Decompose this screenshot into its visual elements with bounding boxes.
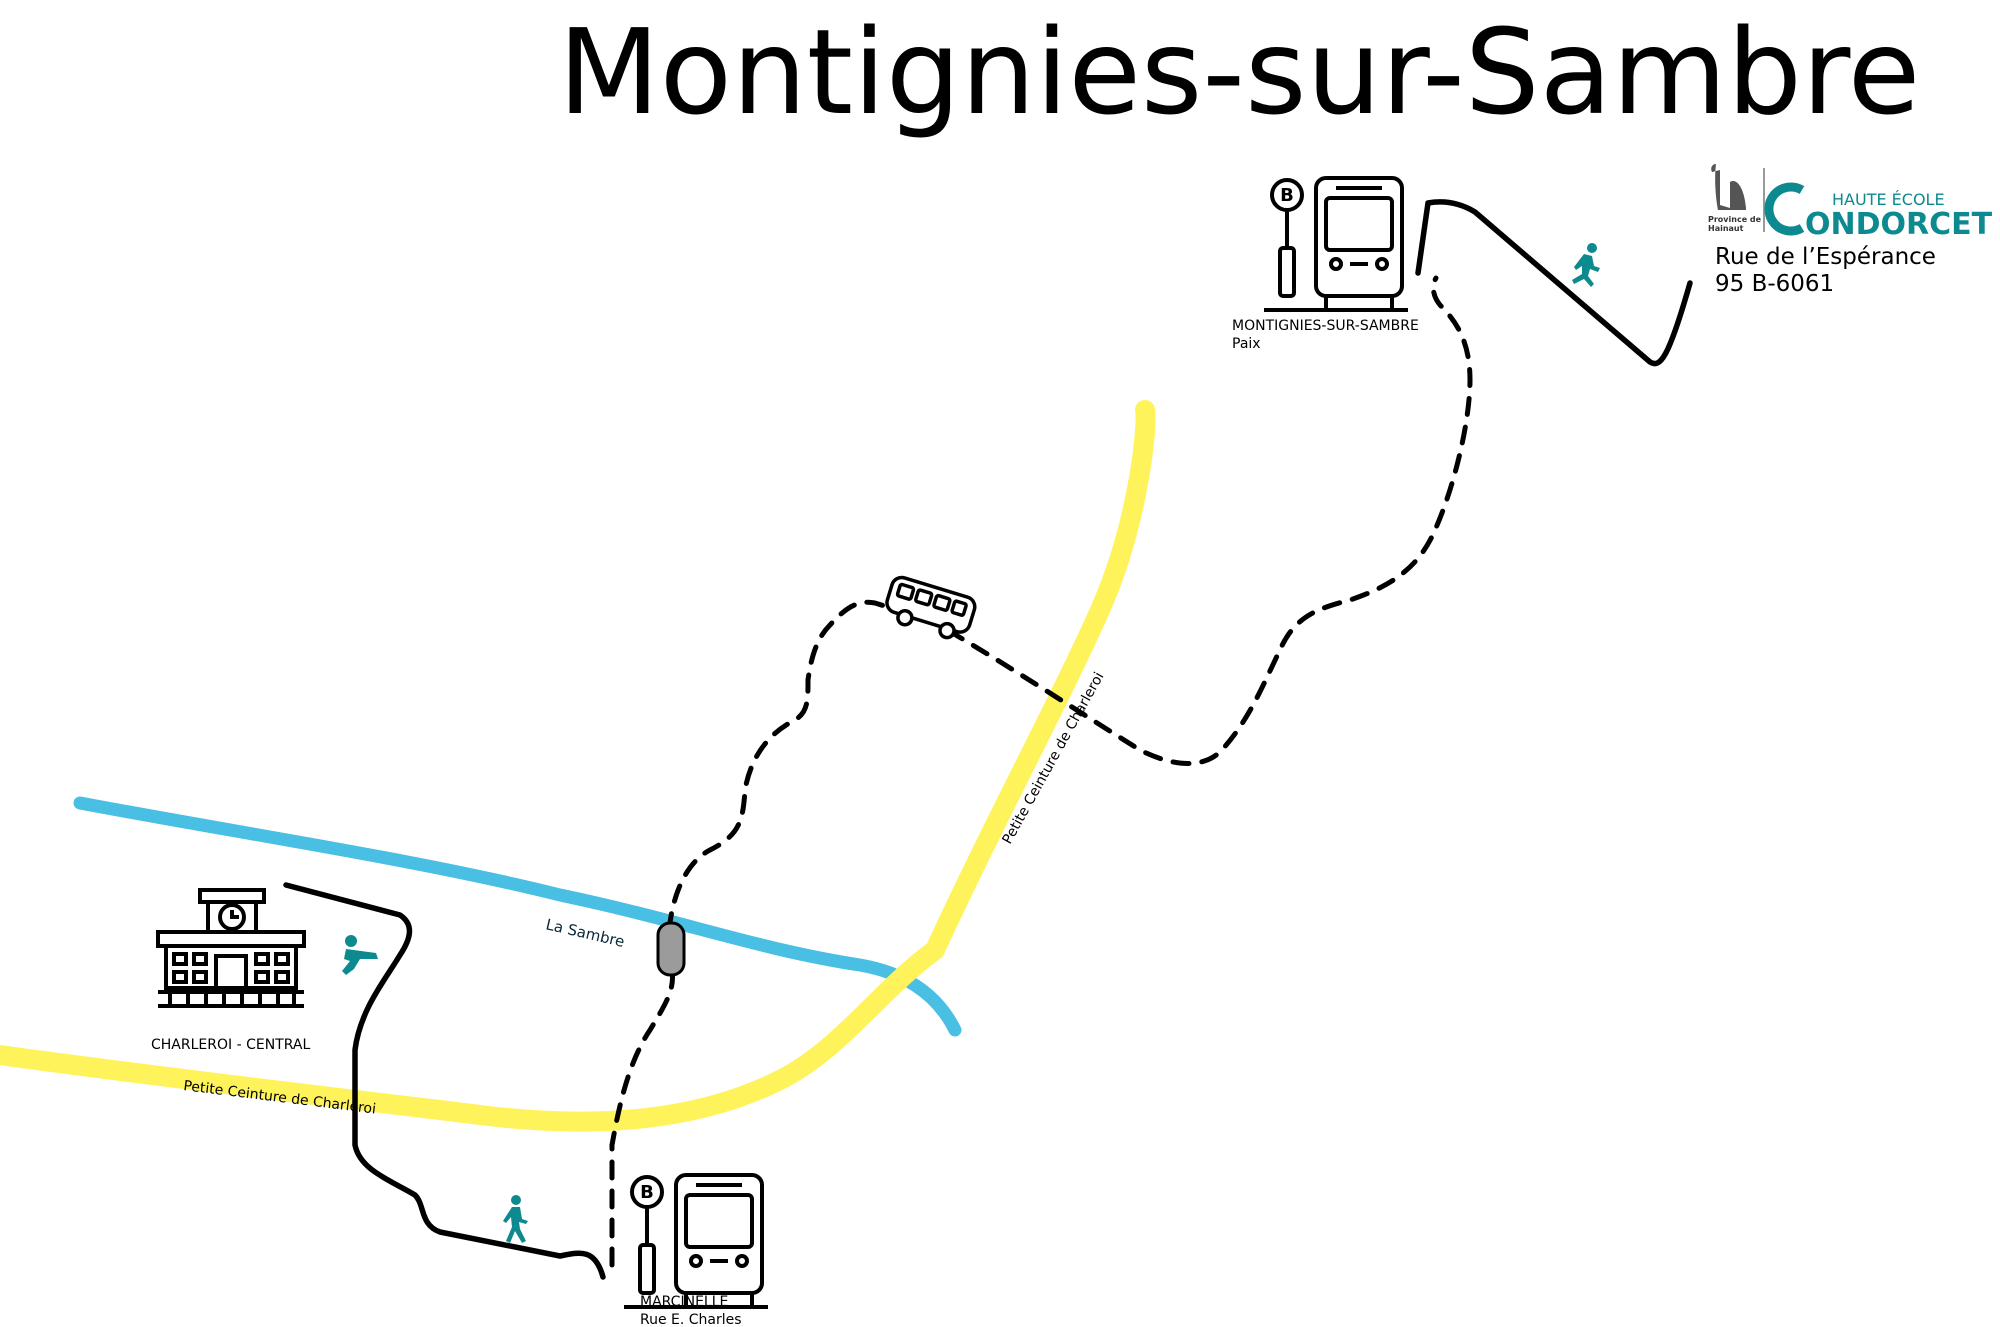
- destination-address-line1: Rue de l’Espérance: [1715, 244, 1936, 270]
- marcinelle-stop-sub: Rue E. Charles: [640, 1312, 742, 1327]
- school-name-label: ONDORCET: [1805, 207, 1993, 242]
- bridge-marker: [656, 921, 686, 977]
- destination-address-line2: 95 B-6061: [1715, 271, 1834, 297]
- river-sambre: [73, 796, 962, 1037]
- river-label: La Sambre: [544, 915, 626, 951]
- walk-route-station: [283, 882, 606, 1280]
- walking-person-icon: [1572, 243, 1600, 287]
- walk-route-destination: [1415, 199, 1693, 367]
- province-label-line1: Province de: [1708, 215, 1762, 224]
- province-label-line2: Hainaut: [1708, 224, 1744, 233]
- school-top-label: HAUTE ÉCOLE: [1832, 190, 1945, 209]
- montignies-stop-name: MONTIGNIES-SUR-SAMBRE: [1232, 318, 1419, 334]
- walking-person-icon: [503, 1195, 528, 1243]
- ring-road: [0, 400, 1156, 1132]
- walking-person-icon: [342, 935, 378, 975]
- bus-route: [609, 275, 1473, 1268]
- province-logo: Province de Hainaut: [1708, 164, 1762, 233]
- station-label: CHARLEROI - CENTRAL: [151, 1037, 310, 1053]
- marcinelle-stop-name: MARCINELLE: [640, 1294, 728, 1310]
- bus-stop-icon: [624, 1173, 768, 1309]
- bus-icon: [885, 575, 977, 640]
- condorcet-logo: HAUTE ÉCOLE ONDORCET: [1764, 182, 1993, 242]
- montignies-stop-sub: Paix: [1232, 336, 1261, 352]
- marcinelle-stop-badge: B: [640, 1182, 654, 1203]
- bus-stop-icon-montignies: [1264, 176, 1408, 312]
- train-station-icon: [156, 888, 306, 1008]
- map-title: Montignies-sur-Sambre: [558, 3, 1920, 141]
- montignies-stop-badge: B: [1280, 185, 1294, 206]
